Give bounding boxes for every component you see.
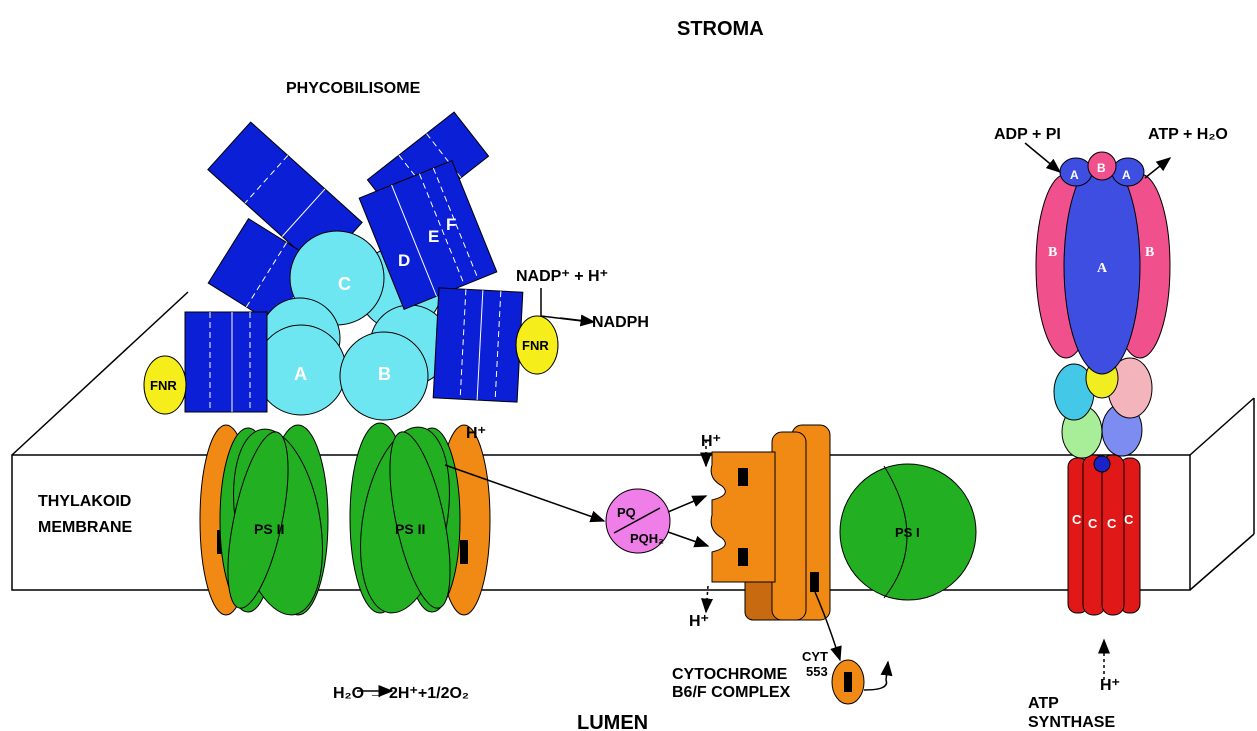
svg-text:C: C — [1124, 512, 1134, 527]
pq-pool: PQ PQH₂ — [606, 489, 670, 553]
svg-text:C: C — [1072, 512, 1082, 527]
psii-left-label: PS II — [254, 521, 284, 537]
psii-left: PS II — [200, 422, 336, 622]
cyt553 — [832, 660, 864, 704]
phycobilisome-label: PHYCOBILISOME — [286, 80, 421, 97]
atp-h2o-label: ATP + H₂O — [1148, 126, 1228, 143]
h-plus-lumen-cyt-label: H⁺ — [689, 613, 709, 630]
svg-text:PS I: PS I — [895, 525, 920, 540]
psi: PS I — [840, 464, 976, 600]
svg-text:PQH₂: PQH₂ — [630, 531, 664, 546]
water-split-label: H₂O → 2H⁺+1/2O₂ — [333, 685, 469, 702]
core-label-c: C — [338, 274, 351, 294]
thylakoid-label: THYLAKOID — [38, 493, 131, 510]
svg-text:C: C — [1107, 516, 1117, 531]
svg-text:C: C — [1088, 516, 1098, 531]
h-plus-atp-label: H⁺ — [1100, 677, 1120, 694]
nadp-label: NADP⁺ + H⁺ — [516, 268, 608, 285]
svg-text:FNR: FNR — [150, 378, 177, 393]
svg-text:B: B — [1048, 245, 1057, 260]
rod-label-f: F — [446, 215, 456, 234]
lumen-label: LUMEN — [577, 712, 648, 731]
svg-text:A: A — [1070, 168, 1079, 182]
cyt553-label-1: CYT — [802, 649, 828, 664]
svg-text:B: B — [1145, 245, 1154, 260]
stroma-label: STROMA — [677, 18, 764, 40]
fnr-right: FNR — [516, 316, 558, 374]
h-plus-psii-label: H⁺ — [466, 425, 486, 442]
phycobilisome: A B C D E F — [185, 112, 523, 420]
adp-pi-label: ADP + PI — [994, 126, 1061, 143]
rod-label-d: D — [398, 251, 410, 270]
cyt-complex-label-1: CYTOCHROME — [672, 666, 788, 683]
atp-synthase-label-1: ATP — [1028, 695, 1059, 712]
svg-text:A: A — [1122, 168, 1131, 182]
core-label-a: A — [294, 364, 307, 384]
svg-text:PQ: PQ — [617, 505, 636, 520]
svg-text:B: B — [1097, 161, 1106, 175]
rod-label-e: E — [428, 227, 439, 246]
svg-text:FNR: FNR — [522, 338, 549, 353]
psii-right-label: PS II — [395, 521, 425, 537]
cyt-complex-label-2: B6/F COMPLEX — [672, 684, 791, 701]
core-label-b: B — [378, 364, 391, 384]
psii-right: PS II — [347, 420, 490, 620]
atp-synthase-label-2: SYNTHASE — [1028, 714, 1115, 731]
nadph-label: NADPH — [592, 314, 649, 331]
membrane-label: MEMBRANE — [38, 519, 133, 536]
rod-lower-right — [433, 288, 523, 402]
fnr-left: FNR — [144, 356, 186, 414]
rod-lower-left — [185, 312, 267, 412]
svg-text:A: A — [1097, 261, 1108, 276]
cyt553-label-2: 553 — [806, 664, 828, 679]
h-plus-stroma-cyt-label: H⁺ — [701, 433, 721, 450]
